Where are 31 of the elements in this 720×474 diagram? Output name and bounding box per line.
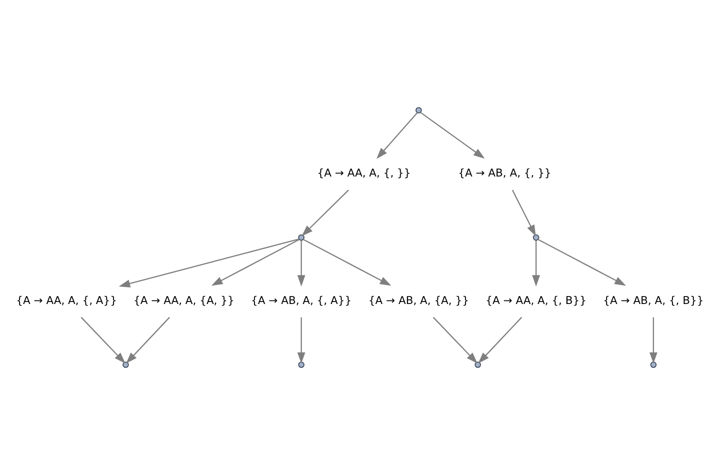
node-circle (298, 361, 304, 368)
node-text: {A → AA, A, {, A}} (16, 293, 117, 306)
node-text: {A → AB, A, {, B}} (603, 293, 704, 306)
arrow (211, 238, 300, 286)
node-circle (532, 234, 540, 240)
arrow (376, 112, 418, 158)
node-text: {A → AA, A, {A, }} (134, 293, 234, 306)
arrow (538, 238, 626, 286)
node-text: {A → AA, A, {, }} (317, 166, 411, 180)
node-text: {A → AB, A, {, A}} (251, 293, 352, 306)
arrow (118, 238, 300, 287)
arrow (80, 316, 126, 364)
arrow (297, 316, 306, 364)
arrow (302, 189, 349, 236)
node-text: {A → AB, A, {, }} (458, 166, 552, 180)
arrow (649, 316, 658, 364)
arrow (126, 316, 170, 364)
arrow (512, 189, 536, 236)
node-circle (122, 361, 129, 368)
node-circle (650, 361, 657, 368)
node-circle (416, 106, 422, 113)
arrow (420, 111, 485, 158)
node-circle (298, 234, 304, 240)
arrow (532, 240, 540, 286)
node-text: {A → AB, A, {A, }} (368, 293, 469, 306)
arrow (303, 238, 392, 286)
arrow (297, 240, 306, 286)
arrow (432, 316, 478, 364)
node-text: {A → AA, A, {, B}} (486, 293, 586, 306)
node-circle (474, 361, 481, 368)
arrow (478, 316, 522, 364)
